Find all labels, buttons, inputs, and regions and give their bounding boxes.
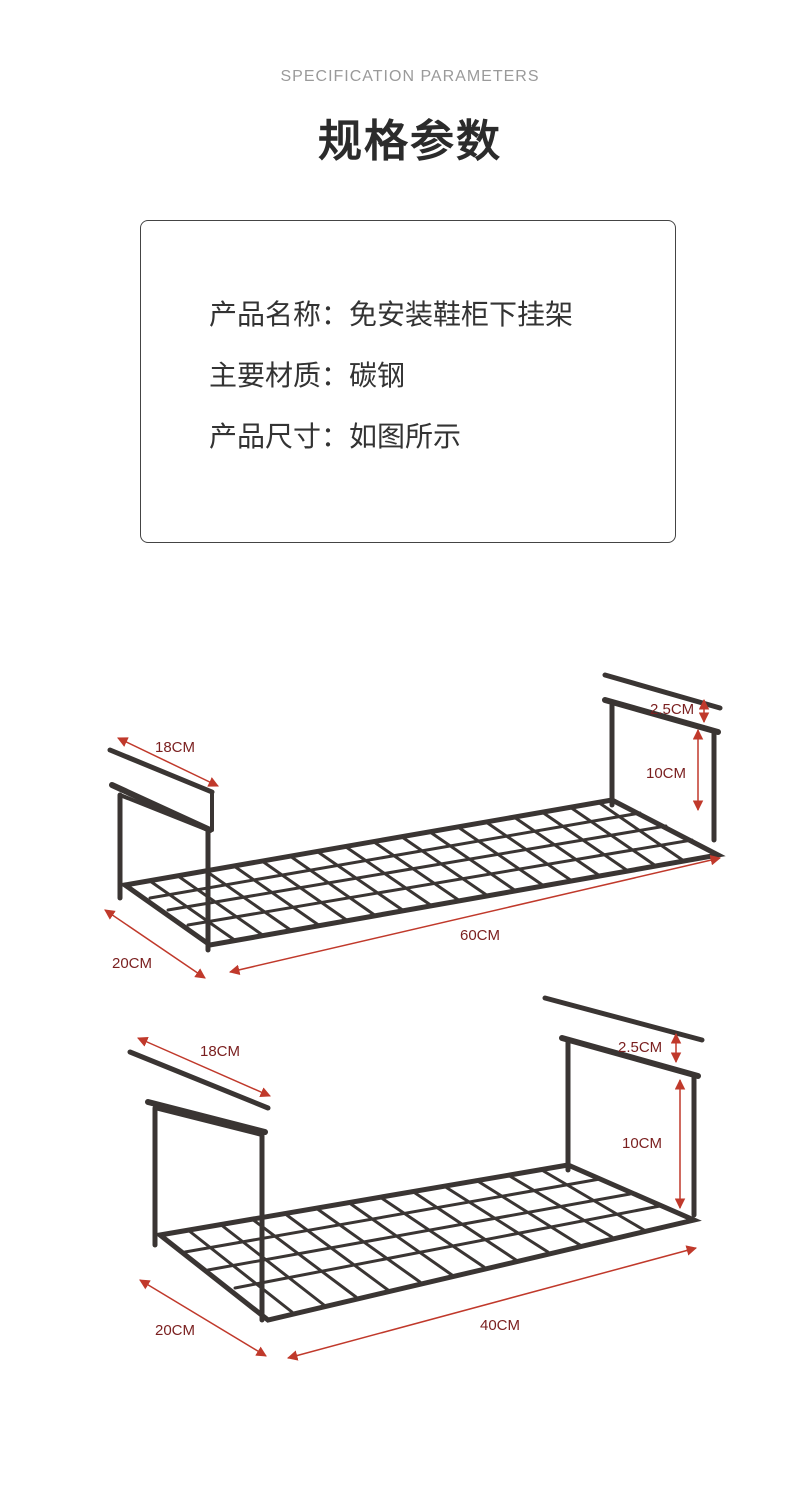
subtitle-en: SPECIFICATION PARAMETERS	[280, 68, 540, 85]
dim-length: 40CM	[480, 1317, 520, 1334]
dim-depth-top: 18CM	[155, 739, 195, 756]
dim-length: 60CM	[460, 927, 500, 944]
spec-value: 碳钢	[349, 359, 406, 392]
page-title: 规格参数	[318, 116, 502, 167]
dim-depth-top: 18CM	[200, 1043, 240, 1060]
dim-width: 20CM	[155, 1322, 195, 1339]
dim-hook: 2.5CM	[650, 701, 694, 718]
dim-width: 20CM	[112, 955, 152, 972]
spec-row-material: 主要材质：碳钢	[209, 354, 405, 394]
rack-diagram-40cm: 18CM 2.5CM 10CM 40CM 20CM	[127, 995, 705, 1361]
spec-box: 产品名称：免安装鞋柜下挂架 主要材质：碳钢 产品尺寸：如图所示	[140, 220, 676, 543]
spec-value: 如图所示	[349, 420, 462, 453]
dimension-lines	[137, 1032, 698, 1361]
spec-value: 免安装鞋柜下挂架	[349, 298, 574, 331]
spec-label: 产品名称：	[209, 298, 350, 331]
dim-height: 10CM	[646, 765, 686, 782]
spec-row-name: 产品名称：免安装鞋柜下挂架	[209, 293, 573, 333]
dimension-lines	[104, 698, 722, 979]
rack-diagram-60cm: 18CM 2.5CM 10CM 60CM 20CM	[104, 672, 726, 979]
spec-row-size: 产品尺寸：如图所示	[209, 415, 461, 455]
rack-illustration	[107, 672, 726, 953]
spec-label: 产品尺寸：	[209, 420, 350, 453]
spec-label: 主要材质：	[209, 359, 350, 392]
dim-hook: 2.5CM	[618, 1039, 662, 1056]
dim-height: 10CM	[622, 1135, 662, 1152]
